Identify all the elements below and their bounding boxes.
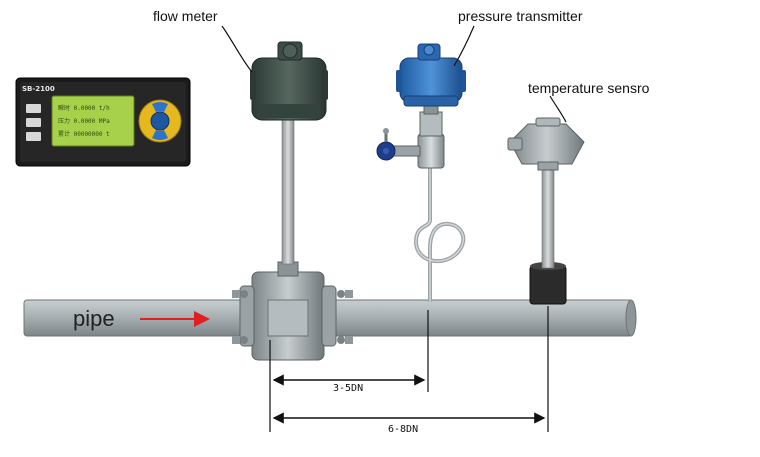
dimension-3-5dn xyxy=(269,310,429,432)
display-unit xyxy=(15,77,191,167)
pressure-transmitter-leader xyxy=(453,25,475,67)
lcd-line: 累计 00000000 t xyxy=(58,131,110,138)
lcd-line: 压力 0.0000 MPa xyxy=(58,118,110,125)
temperature-distance-label: 6-8DN xyxy=(388,424,419,435)
display-side-key[interactable] xyxy=(26,118,41,127)
temperature-sensor-leader xyxy=(549,95,567,123)
lcd-screen xyxy=(51,95,135,147)
flow-meter-label: flow meter xyxy=(153,8,218,24)
pressure-distance-label: 3-5DN xyxy=(333,383,364,394)
dimension-6-8dn xyxy=(272,306,549,432)
pressure-transmitter-label: pressure transmitter xyxy=(458,8,583,24)
display-side-key[interactable] xyxy=(26,104,41,113)
display-side-key[interactable] xyxy=(26,132,41,141)
pipe-label: pipe xyxy=(73,306,115,331)
flow-meter-leader xyxy=(221,25,253,73)
pressure-transmitter xyxy=(376,43,466,302)
display-model-label: SB-2100 xyxy=(22,85,55,93)
flow-meter xyxy=(232,41,353,361)
temperature-sensor-label: temperature sensro xyxy=(528,80,650,96)
temperature-sensor xyxy=(507,117,585,305)
lcd-line: 瞬时 0.0000 t/h xyxy=(58,105,110,112)
